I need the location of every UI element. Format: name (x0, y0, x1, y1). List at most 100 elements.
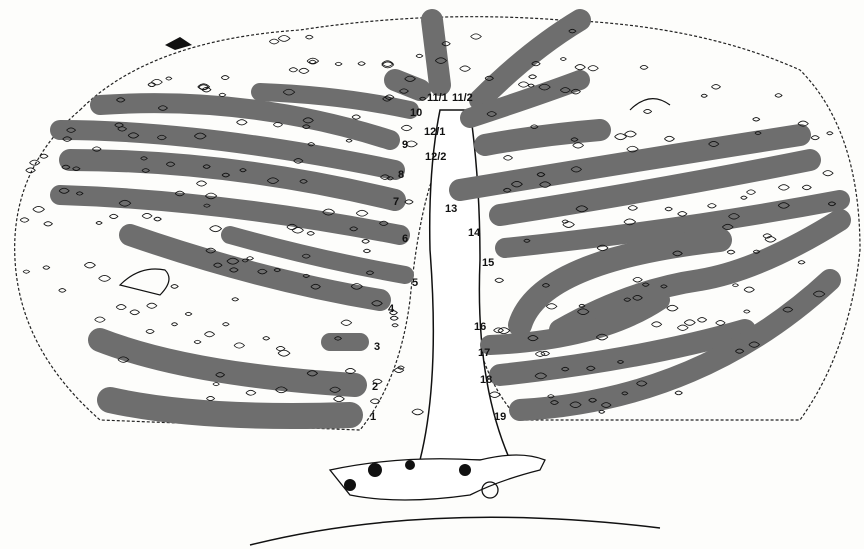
leaf (390, 316, 398, 320)
leaf (560, 57, 566, 60)
leaf (503, 156, 512, 161)
leaf (247, 257, 254, 260)
leaf (299, 68, 309, 73)
leaf (370, 399, 379, 404)
leaf (109, 214, 117, 218)
leaf (146, 329, 154, 333)
leaf (575, 65, 585, 70)
leaf (643, 109, 651, 113)
leaf (727, 250, 735, 254)
leaf (30, 160, 40, 165)
branch-12-3 (485, 130, 600, 145)
leaf (171, 323, 177, 326)
leaf (823, 171, 833, 176)
branch-label-16: 16 (474, 321, 486, 333)
leaf (460, 66, 471, 71)
leaf (798, 261, 805, 264)
leaf (546, 304, 557, 309)
leaf (23, 270, 30, 273)
leaf (309, 60, 316, 63)
branch-label-2: 2 (372, 381, 378, 393)
branch-11-2 (432, 20, 440, 85)
leaf (237, 120, 247, 125)
leaf (701, 94, 707, 97)
leaf (204, 332, 214, 337)
leaf (392, 324, 398, 327)
leaf (263, 337, 270, 340)
branch-label-9: 9 (402, 139, 408, 151)
leaf (401, 125, 412, 130)
leaf (664, 136, 674, 141)
leaf (744, 287, 754, 292)
leaf (651, 322, 661, 327)
leaf (222, 323, 229, 326)
leaf (26, 168, 36, 173)
leaf (333, 396, 344, 401)
branch-label-1: 1 (370, 411, 376, 423)
branch-label-19: 19 (494, 411, 506, 423)
ground-line (250, 517, 660, 545)
leaf (335, 62, 342, 65)
branch-label-15: 15 (482, 257, 494, 269)
leaf (33, 206, 45, 212)
branch-label-14: 14 (468, 227, 481, 239)
leaf (154, 217, 162, 221)
leaf (529, 75, 537, 79)
leaf (269, 39, 279, 44)
leaf (535, 352, 545, 357)
branch-label-8: 8 (398, 169, 404, 181)
leaf (166, 77, 172, 80)
leaf (827, 132, 833, 135)
leaf (116, 305, 126, 310)
leaf (346, 139, 352, 142)
leaf (563, 222, 574, 228)
branch-label-12-1: 12/1 (424, 126, 445, 138)
leaf (219, 93, 226, 96)
leaf (130, 310, 140, 315)
leaf (640, 65, 648, 69)
leaf (147, 303, 157, 308)
leaf (588, 66, 598, 71)
leaf (778, 185, 789, 190)
leaf (171, 285, 178, 289)
branch-1 (110, 400, 350, 416)
leaf (20, 218, 29, 222)
leaf (59, 289, 66, 293)
leaf (746, 190, 755, 194)
leaf (84, 262, 95, 268)
leaf (416, 54, 423, 57)
leaf (221, 76, 229, 80)
leaf (44, 222, 53, 226)
leaf (142, 213, 152, 218)
leaf (811, 136, 819, 140)
leaf (633, 277, 642, 282)
leaf (352, 115, 360, 119)
leaf (741, 196, 747, 199)
leaf (744, 310, 750, 313)
leaf (289, 68, 297, 72)
branch-label-3: 3 (374, 341, 380, 353)
branch-label-17: 17 (478, 347, 490, 359)
leaf (99, 275, 111, 281)
leaf (489, 392, 500, 398)
branch-11-1 (395, 80, 420, 90)
leaf (194, 340, 201, 343)
leaf (518, 82, 529, 87)
leaf (43, 266, 50, 269)
leaf (278, 35, 290, 41)
leaf (95, 317, 105, 322)
leaf (292, 227, 303, 233)
leaf (363, 249, 370, 253)
leaf (412, 409, 423, 415)
leaf (206, 396, 214, 400)
leaf (711, 85, 720, 89)
leaf (775, 94, 782, 98)
leaf (405, 200, 413, 204)
leaf (196, 181, 206, 186)
branch-label-13: 13 (445, 203, 457, 215)
branch-label-11-2: 11/2 (452, 92, 473, 104)
leaf (362, 239, 369, 243)
leaf (307, 232, 314, 236)
leaf (234, 343, 244, 348)
